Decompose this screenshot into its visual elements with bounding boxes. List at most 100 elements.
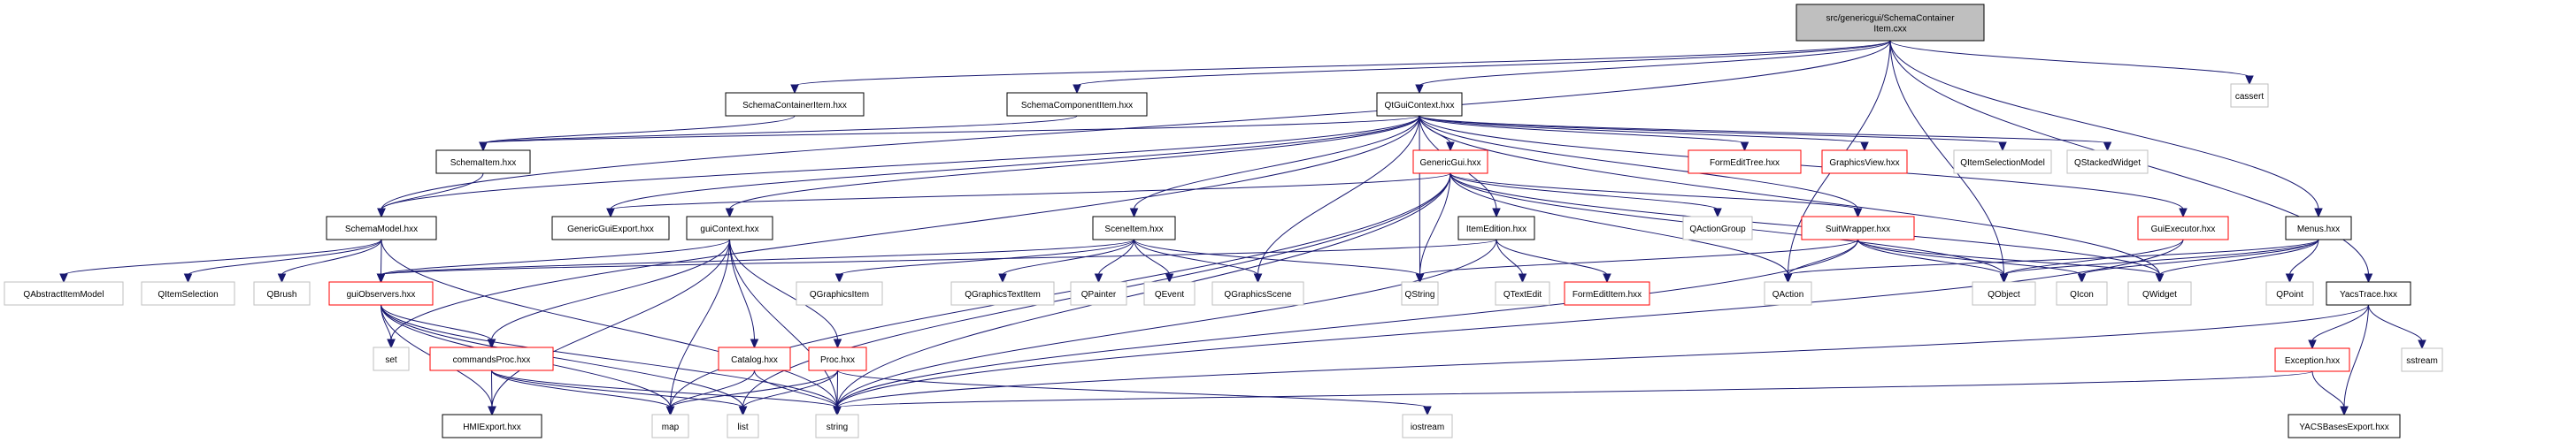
node-qevent[interactable]: QEvent <box>1143 281 1196 306</box>
node-box[interactable] <box>725 92 865 117</box>
node-box[interactable] <box>253 281 311 306</box>
node-schema-item[interactable]: SchemaItem.hxx <box>435 149 531 174</box>
node-box[interactable] <box>1796 4 1985 42</box>
node-box[interactable] <box>796 281 883 306</box>
node-qicon[interactable]: QIcon <box>2056 281 2108 306</box>
node-box[interactable] <box>1402 414 1453 438</box>
node-box[interactable] <box>1092 216 1176 240</box>
node-box[interactable] <box>1495 281 1550 306</box>
node-box[interactable] <box>326 216 437 240</box>
node-gui-context[interactable]: guiContext.hxx <box>686 216 773 240</box>
node-qitem-selection[interactable]: QItemSelection <box>141 281 235 306</box>
node-box[interactable] <box>1006 92 1148 117</box>
node-box[interactable] <box>727 414 759 438</box>
node-box[interactable] <box>2066 149 2149 174</box>
node-qpainter[interactable]: QPainter <box>1070 281 1127 306</box>
node-box[interactable] <box>2288 414 2401 438</box>
node-box[interactable] <box>815 414 859 438</box>
node-qobject[interactable]: QObject <box>1972 281 2036 306</box>
node-box[interactable] <box>141 281 235 306</box>
node-box[interactable] <box>442 414 542 438</box>
node-string[interactable]: string <box>815 414 859 438</box>
node-schema-component-item[interactable]: SchemaComponentItem.hxx <box>1006 92 1148 117</box>
node-box[interactable] <box>686 216 773 240</box>
node-box[interactable] <box>1953 149 2052 174</box>
node-qaction[interactable]: QAction <box>1764 281 1812 306</box>
node-box[interactable] <box>1688 149 1802 174</box>
node-box[interactable] <box>1211 281 1304 306</box>
node-qabstract-item-model[interactable]: QAbstractItemModel <box>4 281 124 306</box>
node-qaction-group[interactable]: QActionGroup <box>1682 216 1753 240</box>
node-qwidget[interactable]: QWidget <box>2127 281 2192 306</box>
node-sstream[interactable]: sstream <box>2401 347 2443 372</box>
node-box[interactable] <box>2285 216 2352 240</box>
node-box[interactable] <box>4 281 124 306</box>
node-qstacked-widget[interactable]: QStackedWidget <box>2066 149 2149 174</box>
node-box[interactable] <box>1401 281 1439 306</box>
node-qt-gui-context[interactable]: QtGuiContext.hxx <box>1376 92 1463 117</box>
node-box[interactable] <box>2127 281 2192 306</box>
node-box[interactable] <box>2230 83 2269 108</box>
node-list[interactable]: list <box>727 414 759 438</box>
node-box[interactable] <box>2265 281 2314 306</box>
node-box[interactable] <box>2137 216 2229 240</box>
node-box[interactable] <box>1972 281 2036 306</box>
node-qgraphics-text-item[interactable]: QGraphicsTextItem <box>950 281 1055 306</box>
node-scene-item[interactable]: SceneItem.hxx <box>1092 216 1176 240</box>
node-box[interactable] <box>1764 281 1812 306</box>
node-box[interactable] <box>651 414 689 438</box>
node-generic-gui[interactable]: GenericGui.hxx <box>1412 149 1488 174</box>
node-qbrush[interactable]: QBrush <box>253 281 311 306</box>
node-graphics-view[interactable]: GraphicsView.hxx <box>1821 149 1908 174</box>
node-box[interactable] <box>1376 92 1463 117</box>
node-box[interactable] <box>718 347 791 371</box>
node-box[interactable] <box>2401 347 2443 372</box>
node-box[interactable] <box>2056 281 2108 306</box>
node-box[interactable] <box>1457 216 1535 240</box>
node-box[interactable] <box>1801 216 1915 240</box>
node-box[interactable] <box>1143 281 1196 306</box>
node-box[interactable] <box>1070 281 1127 306</box>
node-generic-gui-export[interactable]: GenericGuiExport.hxx <box>551 216 670 240</box>
node-menus[interactable]: Menus.hxx <box>2285 216 2352 240</box>
node-proc[interactable]: Proc.hxx <box>808 347 867 371</box>
node-root[interactable]: src/genericgui/SchemaContainerItem.cxx <box>1796 4 1985 42</box>
node-commands-proc[interactable]: commandsProc.hxx <box>429 347 554 371</box>
node-map[interactable]: map <box>651 414 689 438</box>
node-box[interactable] <box>551 216 670 240</box>
node-qgraphics-item[interactable]: QGraphicsItem <box>796 281 883 306</box>
node-yacs-trace[interactable]: YacsTrace.hxx <box>2326 281 2411 306</box>
node-schema-container-item[interactable]: SchemaContainerItem.hxx <box>725 92 865 117</box>
node-box[interactable] <box>808 347 867 371</box>
node-box[interactable] <box>328 281 434 306</box>
node-gui-observers[interactable]: guiObservers.hxx <box>328 281 434 306</box>
node-form-edit-item[interactable]: FormEditItem.hxx <box>1564 281 1650 306</box>
node-gui-executor[interactable]: GuiExecutor.hxx <box>2137 216 2229 240</box>
node-hmiexport[interactable]: HMIExport.hxx <box>442 414 542 438</box>
node-exception[interactable]: Exception.hxx <box>2274 347 2350 372</box>
node-box[interactable] <box>2274 347 2350 372</box>
node-schema-model[interactable]: SchemaModel.hxx <box>326 216 437 240</box>
node-box[interactable] <box>373 347 410 371</box>
node-box[interactable] <box>2326 281 2411 306</box>
node-box[interactable] <box>1821 149 1908 174</box>
node-qgraphics-scene[interactable]: QGraphicsScene <box>1211 281 1304 306</box>
node-catalog[interactable]: Catalog.hxx <box>718 347 791 371</box>
node-item-edition[interactable]: ItemEdition.hxx <box>1457 216 1535 240</box>
node-iostream[interactable]: iostream <box>1402 414 1453 438</box>
node-form-edit-tree[interactable]: FormEditTree.hxx <box>1688 149 1802 174</box>
node-qpoint[interactable]: QPoint <box>2265 281 2314 306</box>
node-yacsbases-export[interactable]: YACSBasesExport.hxx <box>2288 414 2401 438</box>
node-suit-wrapper[interactable]: SuitWrapper.hxx <box>1801 216 1915 240</box>
node-box[interactable] <box>429 347 554 371</box>
node-qitem-selection-model[interactable]: QItemSelectionModel <box>1953 149 2052 174</box>
node-box[interactable] <box>435 149 531 174</box>
node-set[interactable]: set <box>373 347 410 371</box>
node-cassert[interactable]: cassert <box>2230 83 2269 108</box>
node-qstring[interactable]: QString <box>1401 281 1439 306</box>
node-box[interactable] <box>950 281 1055 306</box>
node-qtext-edit[interactable]: QTextEdit <box>1495 281 1550 306</box>
node-box[interactable] <box>1564 281 1650 306</box>
node-box[interactable] <box>1682 216 1753 240</box>
node-box[interactable] <box>1412 149 1488 174</box>
